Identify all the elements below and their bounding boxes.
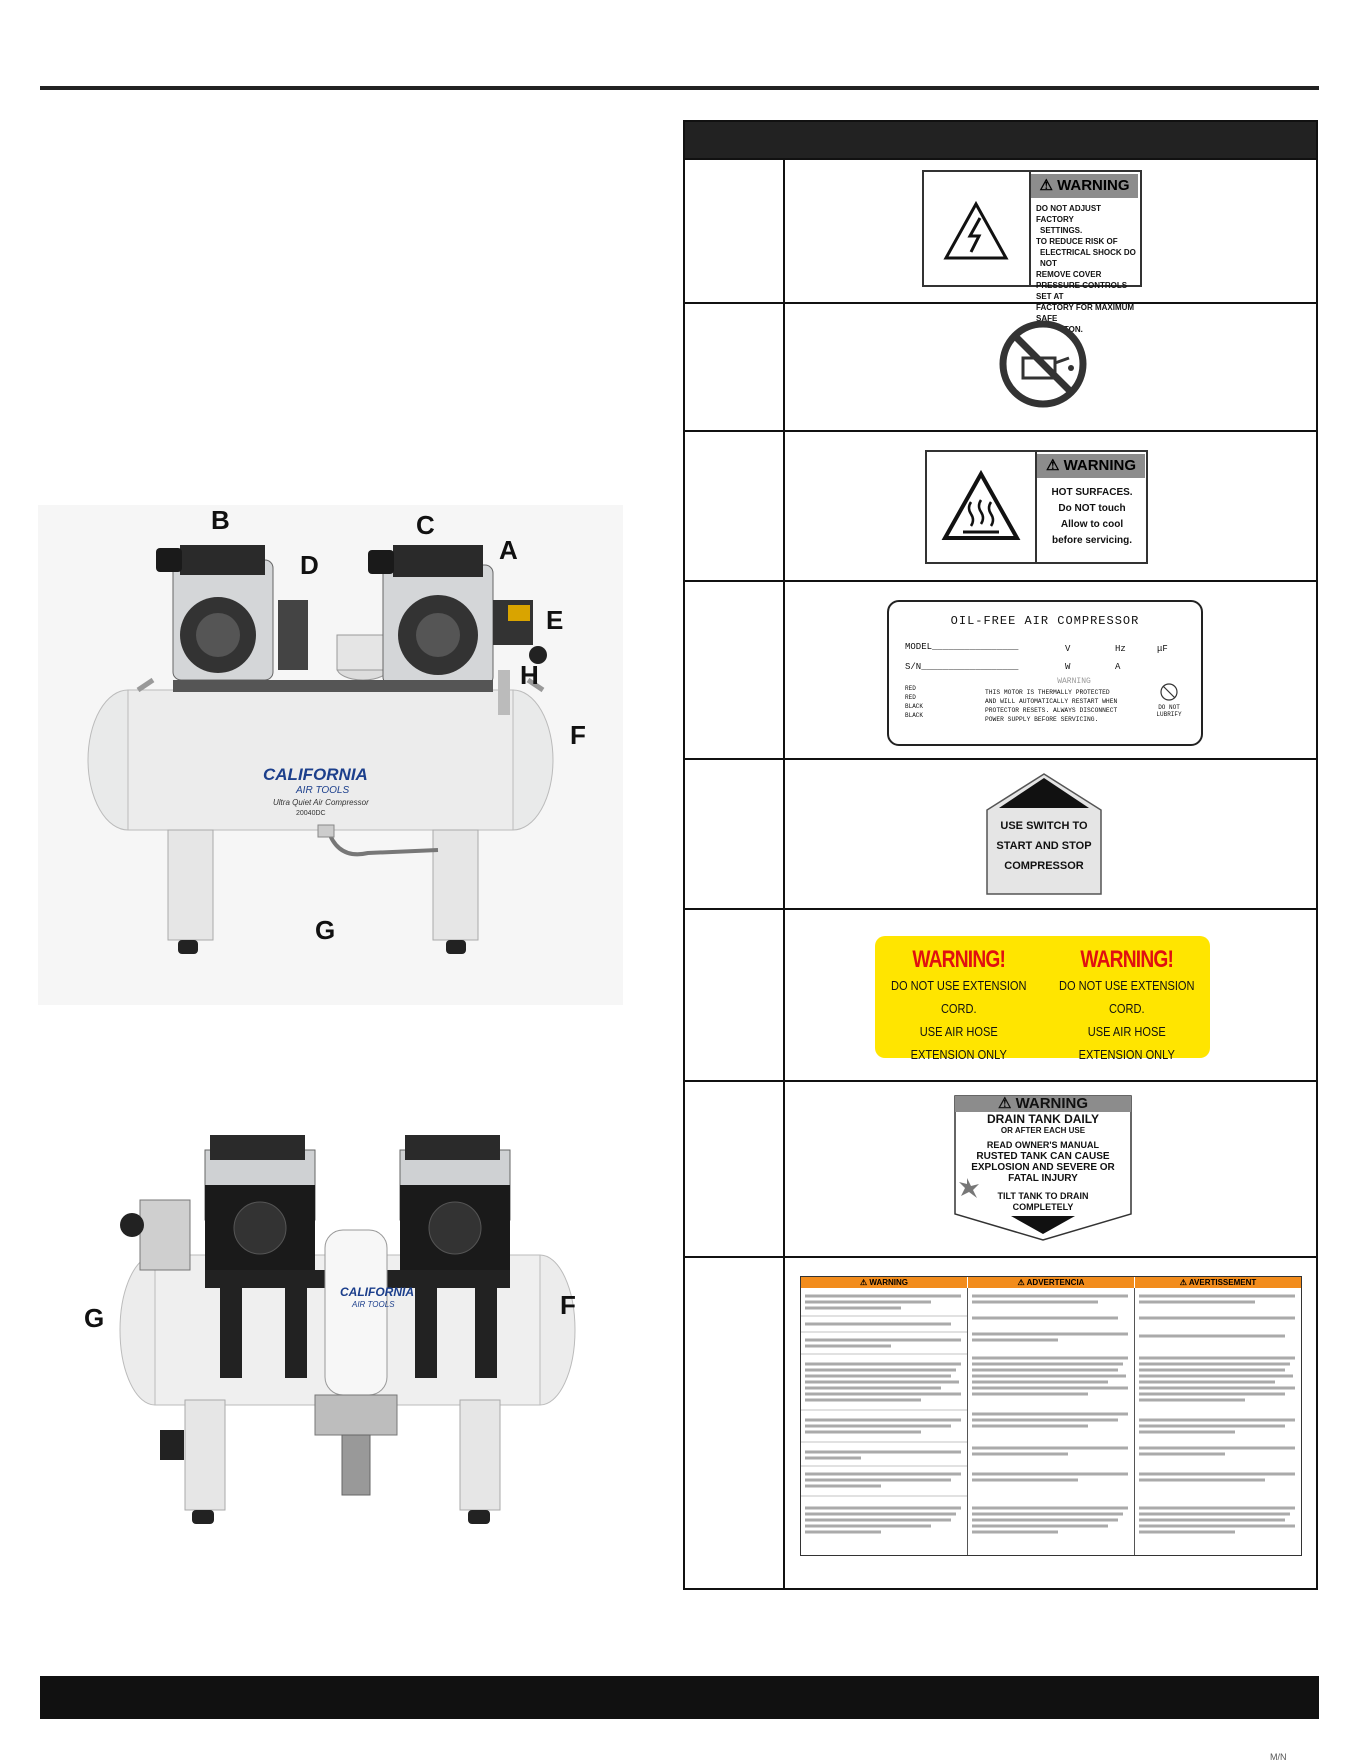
nameplate-uf: μF bbox=[1157, 644, 1168, 654]
nameplate-title: OIL-FREE AIR COMPRESSOR bbox=[950, 614, 1140, 628]
decal-row-hot: ⚠ WARNING HOT SURFACES. Do NOT touch All… bbox=[685, 430, 1316, 580]
product-line-front: Ultra Quiet Air Compressor bbox=[273, 798, 369, 807]
brand-logo-rear: CALIFORNIA bbox=[340, 1285, 414, 1299]
compressor-rear-photo: CALIFORNIA AIR TOOLS G F bbox=[84, 1130, 590, 1570]
decal-row-electrical: ⚠ WARNING DO NOT ADJUST FACTORY SETTINGS… bbox=[685, 158, 1316, 334]
callout-a: A bbox=[499, 535, 518, 565]
decal-trilingual-warning: ⚠ WARNING ⚠ ADVERTENCIA ⚠ AVERTISSEMENT bbox=[800, 1276, 1302, 1556]
nameplate-a: A bbox=[1115, 662, 1121, 672]
switch-text: USE SWITCH TO START AND STOP COMPRESSOR bbox=[996, 820, 1092, 872]
brand-sub-rear: AIR TOOLS bbox=[352, 1300, 395, 1309]
callout-c: C bbox=[416, 510, 435, 540]
top-rule bbox=[40, 86, 1319, 90]
decal-row-nameplate: OIL-FREE AIR COMPRESSOR MODEL___________… bbox=[685, 580, 1316, 758]
nameplate-wires: RED RED BLACK BLACK bbox=[905, 685, 924, 719]
decal-switch: USE SWITCH TO START AND STOP COMPRESSOR bbox=[985, 772, 1103, 896]
brand-sub-front: AIR TOOLS bbox=[296, 785, 350, 796]
decal-key-cell bbox=[685, 582, 785, 758]
callout-h: H bbox=[520, 660, 539, 690]
decal-extension-cord: WARNING! DO NOT USE EXTENSION CORD. USE … bbox=[875, 936, 1210, 1062]
decal-key-cell bbox=[685, 304, 785, 430]
callout-g: G bbox=[315, 915, 336, 945]
footer-code: M/N bbox=[1270, 1752, 1287, 1762]
trilingual-column-fr bbox=[1135, 1288, 1301, 1555]
hot-warning-text: HOT SURFACES. Do NOT touch Allow to cool… bbox=[1051, 487, 1133, 546]
decal-key-cell bbox=[685, 910, 785, 1080]
nameplate-hz: Hz bbox=[1115, 644, 1126, 654]
footer-bar bbox=[40, 1676, 1319, 1719]
decal-row-trilingual: ⚠ WARNING ⚠ ADVERTENCIA ⚠ AVERTISSEMENT bbox=[685, 1256, 1316, 1590]
extension-warning-left: WARNING! DO NOT USE EXTENSION CORD. USE … bbox=[891, 946, 1027, 1062]
decal-row-switch: USE SWITCH TO START AND STOP COMPRESSOR bbox=[685, 758, 1316, 908]
compressor-front-photo: CALIFORNIA AIR TOOLS Ultra Quiet Air Com… bbox=[38, 505, 623, 1005]
no-oil-icon bbox=[997, 318, 1089, 410]
hot-surface-icon bbox=[927, 452, 1037, 562]
brand-logo-front: CALIFORNIA bbox=[263, 765, 368, 784]
extension-warning-right: WARNING! DO NOT USE EXTENSION CORD. USE … bbox=[1058, 946, 1194, 1062]
trilingual-header-es: ⚠ ADVERTENCIA bbox=[968, 1277, 1134, 1288]
warning-triangle-icon: ⚠ bbox=[1039, 177, 1053, 194]
drain-warning-text: DRAIN TANK DAILY OR AFTER EACH USE READ … bbox=[971, 1112, 1115, 1212]
trilingual-header-en: ⚠ WARNING bbox=[801, 1277, 967, 1288]
electrical-shock-icon bbox=[924, 172, 1031, 285]
callout-b: B bbox=[211, 505, 230, 535]
decal-key-cell bbox=[685, 1082, 785, 1256]
decal-electrical-warning: ⚠ WARNING DO NOT ADJUST FACTORY SETTINGS… bbox=[922, 170, 1142, 334]
nameplate-warning-text: THIS MOTOR IS THERMALLY PROTECTED AND WI… bbox=[985, 689, 1118, 723]
table-header-bar bbox=[685, 122, 1316, 158]
electrical-warning-title: ⚠ WARNING bbox=[1031, 174, 1138, 198]
no-lube-icon bbox=[1159, 682, 1179, 702]
nameplate-model-label: MODEL________________ bbox=[905, 642, 1019, 652]
model-front: 20040DC bbox=[296, 810, 326, 817]
decal-hot-surfaces: ⚠ WARNING HOT SURFACES. Do NOT touch All… bbox=[925, 450, 1148, 564]
warning-triangle-icon: ⚠ bbox=[997, 1095, 1012, 1112]
drain-warning-title: ⚠ WARNING bbox=[997, 1095, 1089, 1112]
compressor-front-illustration bbox=[87, 545, 554, 954]
callout-rear-f: F bbox=[560, 1290, 576, 1320]
decal-nameplate: OIL-FREE AIR COMPRESSOR MODEL___________… bbox=[887, 600, 1203, 746]
callout-f: F bbox=[570, 720, 586, 750]
trilingual-column-es bbox=[968, 1288, 1135, 1555]
callout-e: E bbox=[546, 605, 564, 635]
hot-warning-title: ⚠ WARNING bbox=[1037, 454, 1145, 478]
callout-rear-g: G bbox=[84, 1303, 105, 1333]
no-lube-text: DO NOT LUBRIFY bbox=[1156, 704, 1182, 718]
callout-d: D bbox=[300, 550, 319, 580]
trilingual-column-en bbox=[801, 1288, 968, 1555]
decal-table: ⚠ WARNING DO NOT ADJUST FACTORY SETTINGS… bbox=[683, 120, 1318, 1590]
compressor-rear-illustration bbox=[119, 1135, 576, 1524]
electrical-warning-text: DO NOT ADJUST FACTORY SETTINGS. TO REDUC… bbox=[1036, 204, 1136, 334]
decal-drain-tank: ⚠ WARNING DRAIN TANK DAILY OR AFTER EACH… bbox=[953, 1094, 1133, 1242]
nameplate-w: W bbox=[1065, 662, 1071, 672]
decal-key-cell bbox=[685, 1258, 785, 1590]
nameplate-sn-label: S/N__________________ bbox=[905, 662, 1019, 672]
decal-key-cell bbox=[685, 760, 785, 908]
decal-key-cell bbox=[685, 160, 785, 302]
decal-key-cell bbox=[685, 432, 785, 580]
decal-row-no-oil bbox=[685, 302, 1316, 430]
warning-triangle-icon: ⚠ bbox=[1045, 457, 1060, 474]
nameplate-v: V bbox=[1065, 644, 1071, 654]
nameplate-warning-title: WARNING bbox=[1057, 677, 1091, 686]
trilingual-header-fr: ⚠ AVERTISSEMENT bbox=[1135, 1277, 1301, 1288]
decal-row-drain: ⚠ WARNING DRAIN TANK DAILY OR AFTER EACH… bbox=[685, 1080, 1316, 1256]
decal-row-extension: WARNING! DO NOT USE EXTENSION CORD. USE … bbox=[685, 908, 1316, 1080]
